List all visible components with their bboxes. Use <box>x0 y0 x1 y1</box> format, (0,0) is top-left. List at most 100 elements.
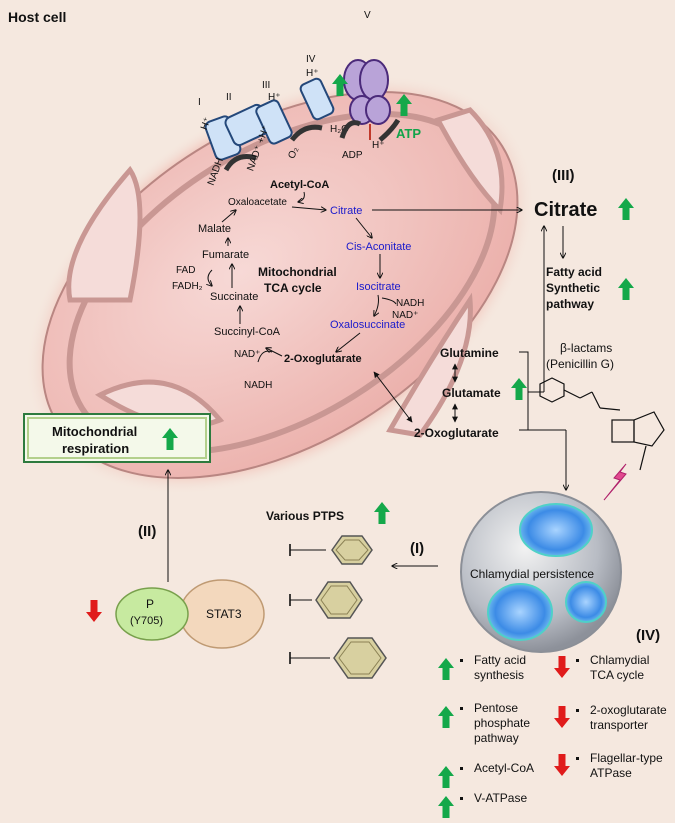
down-arrow-icon <box>554 706 570 728</box>
nadh-tca-label: NADH <box>396 298 424 309</box>
list-item-text: Chlamydial <box>590 653 649 667</box>
malate-label: Malate <box>198 223 231 235</box>
stage-ii: (II) P (Y705) STAT3 <box>86 470 265 649</box>
adp-label: ADP <box>342 150 363 161</box>
list-item-text: V-ATPase <box>474 791 527 805</box>
aberrant-body <box>519 503 593 557</box>
antibiotic-name: β-lactams <box>560 341 612 355</box>
h2o-label: H₂O <box>330 124 349 135</box>
complex-v-atp-synthase <box>343 59 391 140</box>
cycle-name-line2: TCA cycle <box>264 281 322 295</box>
oxalosuccinate-label: Oxalosuccinate <box>330 319 405 331</box>
ptps-up-arrow <box>374 502 390 524</box>
h-plus-v: H⁺ <box>372 140 385 151</box>
stage-iv-lists: Fatty acidsynthesisPentosephosphatepathw… <box>438 653 667 818</box>
nadh-succinyl-label: NADH <box>244 380 272 391</box>
isocitrate-label: Isocitrate <box>356 281 401 293</box>
list-item-text: Flagellar-type <box>590 751 663 765</box>
list-item-text: Fatty acid <box>474 653 526 667</box>
complex-iii <box>255 99 293 145</box>
complex-i-label: I <box>198 97 201 108</box>
list-item-text: 2-oxoglutarate <box>590 703 667 717</box>
beta-lactam: β-lactams (Penicillin G) <box>539 341 665 501</box>
up-arrow-icon <box>438 706 454 728</box>
aberrant-body <box>565 581 607 623</box>
up-arrow-icon <box>438 796 454 818</box>
fas-up-arrow <box>618 278 634 300</box>
complex-iv-label: IV <box>306 54 316 65</box>
mito-resp-line2: respiration <box>62 441 129 456</box>
host-cell-label: Host cell <box>8 9 66 25</box>
complex-ii-label: II <box>226 92 232 103</box>
stage-iv-label: (IV) <box>636 627 660 644</box>
stat3-label: STAT3 <box>206 607 242 621</box>
citrate-up-arrow <box>618 198 634 220</box>
list-item-text: ATPase <box>590 766 632 780</box>
up-list-item: V-ATPase <box>438 791 527 818</box>
lightning-icon <box>603 463 627 501</box>
glutamate-label: Glutamate <box>442 386 501 400</box>
p-label: P <box>146 597 154 611</box>
complex-iii-label: III <box>262 80 270 91</box>
succinyl-coa-label: Succinyl-CoA <box>214 326 281 338</box>
down-arrow-icon <box>554 656 570 678</box>
stage-iii: (III) Citrate Fatty acid Synthetic pathw… <box>373 167 634 490</box>
glutamate-up-arrow <box>511 378 527 400</box>
down-arrow-icon <box>554 754 570 776</box>
mito-respiration-box: Mitochondrial respiration <box>23 413 211 463</box>
atp-label: ATP <box>396 126 421 141</box>
citrate-label: Citrate <box>534 199 597 221</box>
citrate-tca-label: Citrate <box>330 205 362 217</box>
list-item-text: Acetyl-CoA <box>474 761 534 775</box>
list-item-text: TCA cycle <box>590 668 644 682</box>
glutamine-label: Glutamine <box>440 346 499 360</box>
oxoglutarate-tca-label: 2-Oxoglutarate <box>284 353 362 365</box>
stage-i: Various PTPS (I) <box>266 502 438 679</box>
succinate-label: Succinate <box>210 291 258 303</box>
aberrant-body <box>487 583 553 641</box>
stage-i-label: (I) <box>410 540 424 557</box>
list-item-text: synthesis <box>474 668 524 682</box>
electron-transport-chain: I II III IV V H⁺ H⁺ H⁺ H⁺ NADH NAD⁺ +H⁺ … <box>198 10 421 187</box>
phospho-shape <box>115 587 189 641</box>
mito-resp-line1: Mitochondrial <box>52 424 137 439</box>
ptps-label: Various PTPS <box>266 509 344 523</box>
stat3-down-arrow <box>86 600 102 622</box>
persistence-label: Chlamydial persistence <box>470 567 594 581</box>
up-arrow-icon <box>438 766 454 788</box>
fas-line2: Synthetic <box>546 281 600 295</box>
list-item-text: transporter <box>590 718 648 732</box>
o2-label: O₂ <box>286 145 300 160</box>
fas-line3: pathway <box>546 297 594 311</box>
stage-ii-label: (II) <box>138 523 156 540</box>
chlamydial-persistence: Chlamydial persistence (IV) <box>460 491 660 653</box>
acetyl-coa-label: Acetyl-CoA <box>270 179 329 191</box>
h-plus-i: H⁺ <box>199 116 214 132</box>
list-item-text: Pentose <box>474 701 518 715</box>
tca-cycle: Acetyl-CoA Oxaloacetate Citrate Cis-Acon… <box>172 179 424 391</box>
stage-iii-label: (III) <box>552 167 575 184</box>
cis-aconitate-label: Cis-Aconitate <box>346 241 411 253</box>
up-list-item: Acetyl-CoA <box>438 761 534 788</box>
ptp-hexagon <box>315 581 363 619</box>
ptp-hexagon <box>333 637 387 679</box>
list-item-text: pathway <box>474 731 519 745</box>
nad-plus-succinyl-label: NAD⁺ <box>234 349 260 360</box>
nad-plus-tca-label: NAD⁺ <box>392 310 418 321</box>
h-plus-iii: H⁺ <box>268 92 281 103</box>
p-site-label: (Y705) <box>130 615 163 627</box>
list-item-text: phosphate <box>474 716 530 730</box>
complex-iv <box>299 77 335 121</box>
fumarate-label: Fumarate <box>202 249 249 261</box>
oxaloacetate-label: Oxaloacetate <box>228 197 287 208</box>
oxoglutarate-label: 2-Oxoglutarate <box>414 426 499 440</box>
fas-line1: Fatty acid <box>546 265 602 279</box>
fadh2-label: FADH₂ <box>172 281 203 292</box>
penicillin-structure-icon <box>539 377 665 471</box>
